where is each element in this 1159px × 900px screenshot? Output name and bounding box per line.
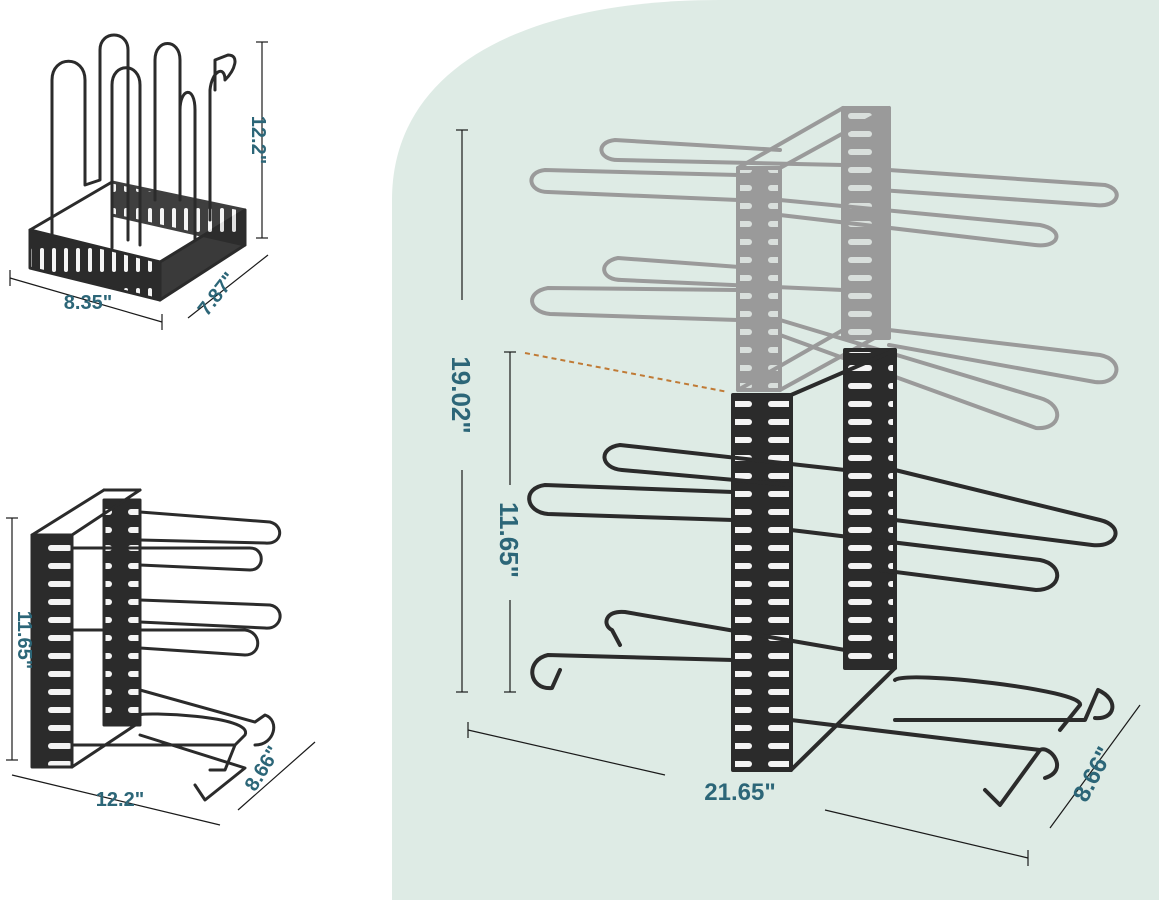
stacked-rack-lower-tier bbox=[527, 348, 1118, 807]
lid-rack-height-label: 12.2" bbox=[247, 116, 269, 164]
tiered-rack-height-label: 11.65" bbox=[13, 611, 35, 669]
stacked-rack-dimension-lines bbox=[456, 129, 1141, 866]
tiered-rack-image bbox=[30, 488, 282, 802]
stacked-rack-view: 19.02" 11.65" 21.65" 8.66" bbox=[446, 106, 1141, 866]
lid-rack-width-label: 8.35" bbox=[64, 292, 112, 314]
tiered-rack-depth-label: 8.66" bbox=[241, 742, 285, 795]
lid-rack-view: 12.2" 8.35" 7.87" bbox=[9, 33, 269, 330]
stacked-rack-width-label: 21.65" bbox=[704, 779, 775, 806]
tiered-rack-view: 11.65" 12.2" 8.66" bbox=[6, 488, 316, 826]
stacked-rack-single-height-label: 11.65" bbox=[494, 502, 524, 578]
stacked-rack-upper-tier bbox=[529, 106, 1119, 431]
lid-rack-image bbox=[28, 33, 247, 302]
lid-rack-dimension-lines bbox=[9, 41, 269, 330]
tiered-rack-dimension-lines bbox=[6, 517, 316, 826]
lid-rack-depth-label: 7.87" bbox=[194, 268, 241, 320]
stacked-rack-total-height-label: 19.02" bbox=[446, 356, 476, 433]
tiered-rack-width-label: 12.2" bbox=[96, 789, 144, 811]
stacked-rack-guide-line bbox=[524, 352, 729, 393]
